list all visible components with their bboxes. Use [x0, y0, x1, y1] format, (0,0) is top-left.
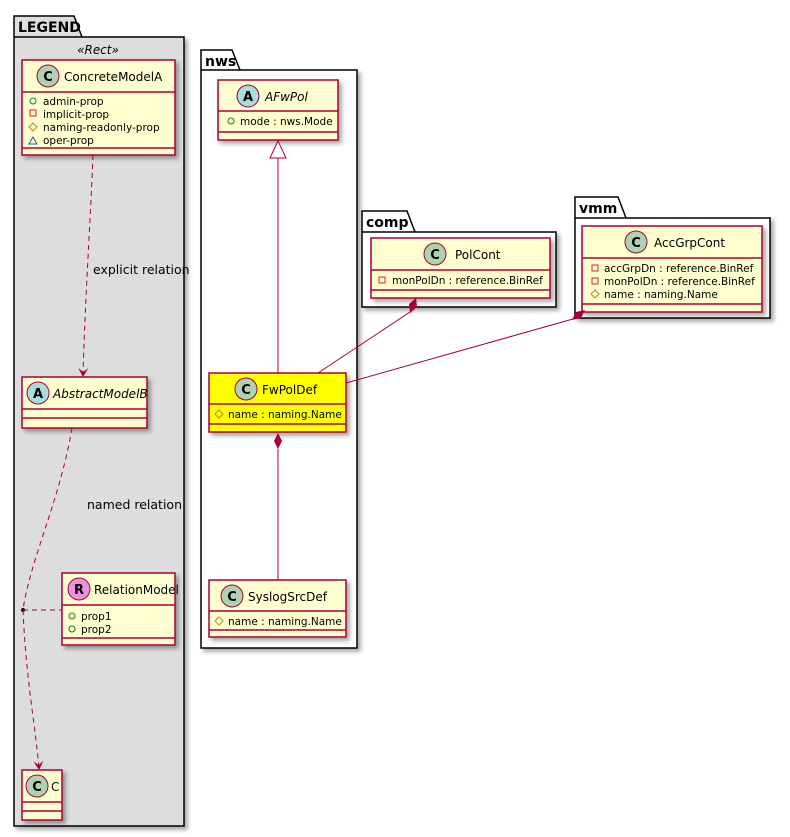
- class-name: SyslogSrcDef: [248, 590, 328, 604]
- svg-text:C: C: [631, 236, 641, 251]
- svg-text:admin-prop: admin-prop: [43, 96, 104, 108]
- svg-text:name : naming.Name: name : naming.Name: [604, 289, 718, 301]
- class-name: AFwPol: [264, 90, 309, 104]
- comp-title: comp: [366, 215, 409, 231]
- svg-text:R: R: [74, 583, 84, 598]
- svg-text:mode : nws.Mode: mode : nws.Mode: [240, 116, 333, 128]
- public-icon: [29, 97, 37, 105]
- legend-stereotype: «Rect»: [77, 43, 119, 57]
- class-fwpoldef[interactable]: C FwPolDef name : naming.Name: [208, 372, 347, 433]
- svg-text:oper-prop: oper-prop: [43, 135, 94, 147]
- private-icon: [378, 276, 386, 284]
- class-name: ConcreteModelA: [64, 70, 163, 84]
- polcont-fwpoldef-link: [317, 311, 411, 374]
- class-name: FwPolDef: [262, 383, 318, 397]
- protected-icon: [28, 122, 38, 132]
- composition-diamond: [274, 433, 282, 449]
- named-relation-line: [22, 427, 73, 611]
- class-badge-icon: [220, 584, 244, 608]
- class-concrete-model-a[interactable]: C ConcreteModelA admin-prop implicit-pro…: [21, 59, 176, 156]
- class-badge-icon: [25, 774, 49, 798]
- svg-text:C: C: [430, 248, 440, 263]
- class-name: AbstractModelB: [52, 387, 148, 401]
- class-name: RelationModel: [94, 583, 179, 597]
- class-polcont[interactable]: C PolCont monPolDn : reference.BinRef: [370, 237, 551, 299]
- legend-title: LEGEND: [18, 20, 81, 36]
- svg-text:C: C: [241, 383, 251, 398]
- nws-title: nws: [205, 54, 236, 70]
- svg-text:C: C: [227, 590, 237, 605]
- protected-icon: [214, 616, 224, 626]
- class-badge-icon: [423, 242, 447, 266]
- public-icon: [227, 117, 235, 125]
- class-accgrpcont[interactable]: C AccGrpCont accGrpDn : reference.BinRef…: [581, 225, 763, 313]
- svg-text:prop2: prop2: [81, 624, 112, 636]
- class-name: PolCont: [455, 248, 501, 262]
- svg-text:implicit-prop: implicit-prop: [43, 109, 109, 121]
- svg-text:C: C: [43, 70, 53, 85]
- class-afwpol[interactable]: A AFwPol mode : nws.Mode: [217, 79, 339, 141]
- private-icon: [591, 264, 599, 272]
- class-name: C: [51, 780, 59, 794]
- class-badge-icon: [36, 64, 60, 88]
- private-icon: [591, 277, 599, 285]
- composition-diamond: [572, 310, 585, 320]
- legend-package: LEGEND «Rect»: [13, 15, 185, 827]
- class-badge-icon: [234, 377, 258, 401]
- svg-text:prop1: prop1: [81, 611, 112, 623]
- svg-text:C: C: [32, 780, 42, 795]
- svg-text:A: A: [33, 387, 43, 402]
- composition-diamond: [409, 298, 417, 313]
- svg-text:accGrpDn : reference.BinRef: accGrpDn : reference.BinRef: [604, 263, 754, 275]
- relation-badge-icon: [67, 577, 91, 601]
- nws-package: nws: [200, 49, 358, 649]
- class-relation-model[interactable]: R RelationModel prop1 prop2: [61, 572, 179, 646]
- protected-icon: [590, 289, 600, 299]
- abstract-badge-icon: [236, 84, 260, 108]
- svg-text:monPolDn : reference.BinRef: monPolDn : reference.BinRef: [392, 275, 543, 287]
- svg-text:name : naming.Name: name : naming.Name: [228, 409, 342, 421]
- named-relation-label: named relation: [87, 497, 182, 512]
- private-icon: [29, 109, 37, 117]
- accgrpcont-fwpoldef-link: [345, 318, 574, 384]
- svg-text:name : naming.Name: name : naming.Name: [228, 616, 342, 628]
- svg-text:A: A: [243, 90, 253, 105]
- public-icon: [68, 612, 76, 620]
- named-relation-arrow: [22, 609, 44, 770]
- class-c[interactable]: C C: [21, 769, 63, 821]
- svg-text:monPolDn : reference.BinRef: monPolDn : reference.BinRef: [604, 276, 755, 288]
- class-syslogsrcdef[interactable]: C SyslogSrcDef name : naming.Name: [208, 579, 347, 638]
- vmm-title: vmm: [579, 201, 617, 217]
- public-icon: [68, 625, 76, 633]
- package-private-icon: [28, 135, 38, 145]
- explicit-relation-arrow: [78, 154, 94, 377]
- explicit-relation-label: explicit relation: [93, 262, 190, 277]
- protected-icon: [214, 409, 224, 419]
- class-badge-icon: [624, 230, 648, 254]
- abstract-badge-icon: [26, 381, 50, 405]
- class-abstract-model-b[interactable]: A AbstractModelB: [21, 376, 148, 429]
- svg-text:naming-readonly-prop: naming-readonly-prop: [43, 122, 160, 134]
- class-name: AccGrpCont: [654, 236, 725, 250]
